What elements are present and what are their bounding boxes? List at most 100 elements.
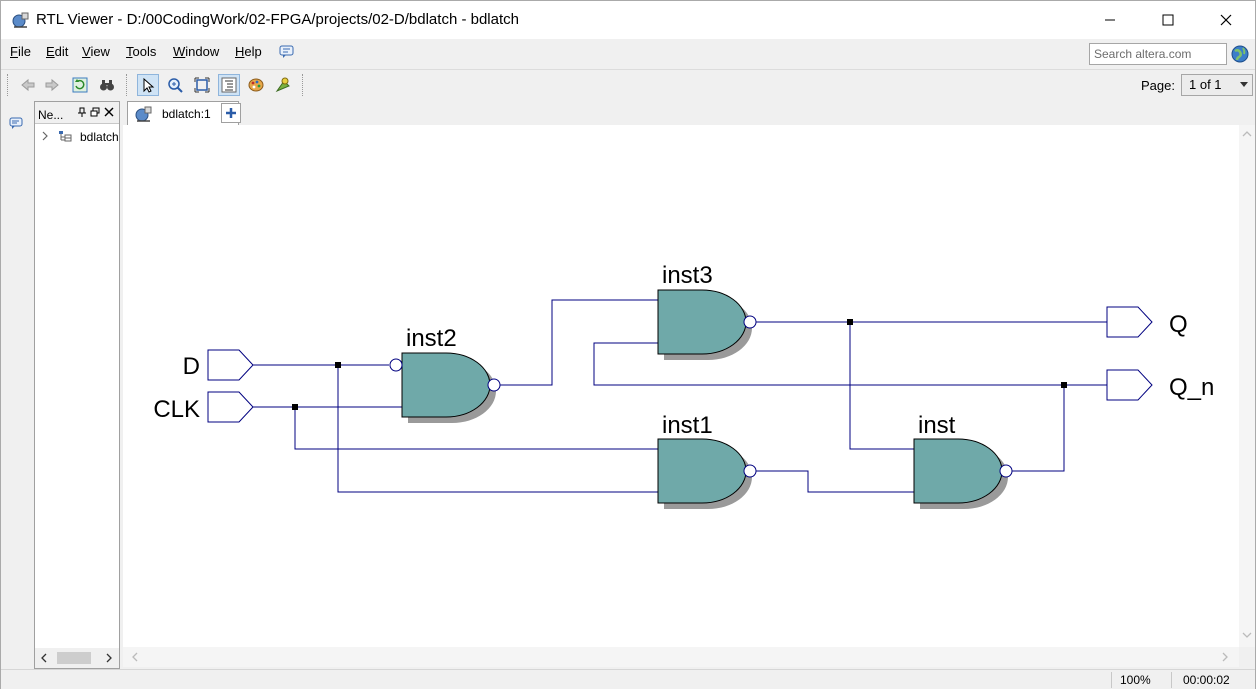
- input-pin-shape: [207, 349, 254, 381]
- tab-label: bdlatch:1: [162, 107, 211, 121]
- fit-window-icon: [194, 77, 210, 93]
- elapsed-time: 00:00:02: [1183, 673, 1230, 687]
- menu-file-key: F: [10, 44, 18, 59]
- gate-label-inst3: inst3: [662, 262, 713, 289]
- page-label: Page:: [1141, 78, 1175, 93]
- canvas-vscrollbar[interactable]: [1239, 125, 1255, 647]
- navigator-hscrollbar[interactable]: [35, 648, 119, 668]
- back-arrow-icon: [21, 78, 35, 92]
- schematic-canvas[interactable]: D CLK Q Q_n inst2: [123, 125, 1239, 647]
- back-button[interactable]: [17, 74, 39, 96]
- pin-icon[interactable]: [77, 107, 87, 117]
- messages-icon[interactable]: [9, 117, 23, 131]
- find-button[interactable]: [96, 74, 118, 96]
- page-select-value: 1 of 1: [1189, 77, 1222, 92]
- menu-window-key: W: [173, 44, 186, 59]
- forward-button[interactable]: [41, 74, 63, 96]
- zoom-icon: [168, 78, 183, 93]
- hierarchy-list-icon: [221, 77, 237, 93]
- menu-tools[interactable]: Tools: [126, 44, 156, 59]
- hierarchy-button[interactable]: [218, 74, 240, 96]
- scroll-left-icon[interactable]: [40, 653, 48, 663]
- restore-icon[interactable]: [90, 107, 100, 117]
- pointer-icon: [143, 77, 155, 93]
- close-icon: [1220, 14, 1232, 26]
- menu-file[interactable]: File: [10, 44, 31, 59]
- refresh-icon: [72, 77, 88, 93]
- netlist-filter-button[interactable]: [272, 74, 294, 96]
- selection-tool-button[interactable]: [137, 74, 159, 96]
- scroll-up-icon[interactable]: [1242, 130, 1252, 138]
- tree-item-label: bdlatch: [80, 130, 119, 144]
- menu-help-key: H: [235, 44, 245, 59]
- page-select[interactable]: 1 of 1: [1181, 74, 1253, 96]
- output-inverter-bubble: [743, 315, 757, 329]
- nand-gate-body: [401, 352, 491, 418]
- menu-help-label: elp: [244, 44, 262, 59]
- toolbar: [1, 69, 1255, 99]
- gate-inst1[interactable]: inst1: [657, 412, 757, 509]
- menu-edit-label: dit: [54, 44, 69, 59]
- tab-bdlatch-1[interactable]: bdlatch:1: [127, 101, 239, 125]
- scroll-down-icon[interactable]: [1242, 631, 1252, 639]
- help-chat-icon[interactable]: [279, 44, 295, 60]
- scroll-right-icon[interactable]: [1221, 652, 1229, 662]
- menu-window-label: indow: [185, 44, 220, 59]
- wire-inst-to-qn: [1012, 385, 1065, 472]
- menu-view[interactable]: View: [82, 44, 110, 59]
- menu-file-label: ile: [17, 44, 31, 59]
- zoom-tool-button[interactable]: [164, 74, 186, 96]
- gate-inst2[interactable]: inst2: [389, 325, 501, 423]
- gate-inst[interactable]: inst: [913, 412, 1013, 509]
- window-title: RTL Viewer - D:/00CodingWork/02-FPGA/pro…: [36, 11, 519, 28]
- input-pin-d[interactable]: D: [183, 349, 254, 381]
- toolbar-separator-2: [302, 74, 303, 96]
- scroll-left-icon[interactable]: [131, 652, 139, 662]
- globe-icon[interactable]: [1231, 45, 1249, 63]
- menu-edit[interactable]: Edit: [46, 44, 68, 59]
- schematic-diagram: D CLK Q Q_n inst2: [153, 262, 1214, 509]
- binoculars-icon: [100, 80, 114, 91]
- add-tab-button[interactable]: [221, 103, 241, 123]
- tree-item-bdlatch[interactable]: bdlatch: [37, 128, 119, 146]
- wire-d-to-inst1: [337, 365, 658, 493]
- menu-tools-key: T: [126, 44, 133, 59]
- gate-inst3[interactable]: inst3: [657, 262, 757, 360]
- wires: [253, 299, 1107, 493]
- hierarchy-node-icon: [59, 131, 72, 142]
- title-bar: RTL Viewer - D:/00CodingWork/02-FPGA/pro…: [1, 1, 1255, 39]
- panel-close-icon[interactable]: [104, 107, 114, 117]
- netlist-filter-icon: [275, 77, 290, 93]
- scroll-thumb[interactable]: [57, 652, 91, 664]
- output-pin-qn[interactable]: Q_n: [1106, 369, 1214, 401]
- scroll-right-icon[interactable]: [105, 653, 113, 663]
- output-inverter-bubble: [743, 464, 757, 478]
- minimize-button[interactable]: [1081, 1, 1139, 39]
- wire-q-to-inst: [849, 322, 914, 450]
- menu-window[interactable]: Window: [173, 44, 219, 59]
- nand-gate-body: [657, 289, 747, 355]
- nand-gate-body: [657, 438, 747, 504]
- document-tab-bar: bdlatch:1: [123, 101, 1255, 125]
- nand-gate-body: [913, 438, 1003, 504]
- output-pin-shape: [1106, 306, 1153, 338]
- output-label-qn: Q_n: [1169, 374, 1214, 401]
- menu-help[interactable]: Help: [235, 44, 262, 59]
- fit-window-button[interactable]: [191, 74, 213, 96]
- input-inverter-bubble: [389, 358, 403, 372]
- junction-dot: [292, 404, 298, 410]
- close-button[interactable]: [1197, 1, 1255, 39]
- output-inverter-bubble: [487, 378, 501, 392]
- wire-inst1-to-inst: [756, 470, 914, 493]
- refresh-button[interactable]: [69, 74, 91, 96]
- output-pin-q[interactable]: Q: [1106, 306, 1188, 338]
- search-input[interactable]: Search altera.com: [1089, 43, 1227, 65]
- toolbar-separator: [126, 74, 127, 96]
- chevron-right-icon[interactable]: [41, 131, 49, 141]
- maximize-button[interactable]: [1139, 1, 1197, 39]
- canvas-hscrollbar[interactable]: [123, 647, 1239, 667]
- color-settings-button[interactable]: [245, 74, 267, 96]
- minimize-icon: [1105, 19, 1115, 21]
- junctions: [292, 319, 1067, 410]
- input-pin-clk[interactable]: CLK: [153, 391, 254, 423]
